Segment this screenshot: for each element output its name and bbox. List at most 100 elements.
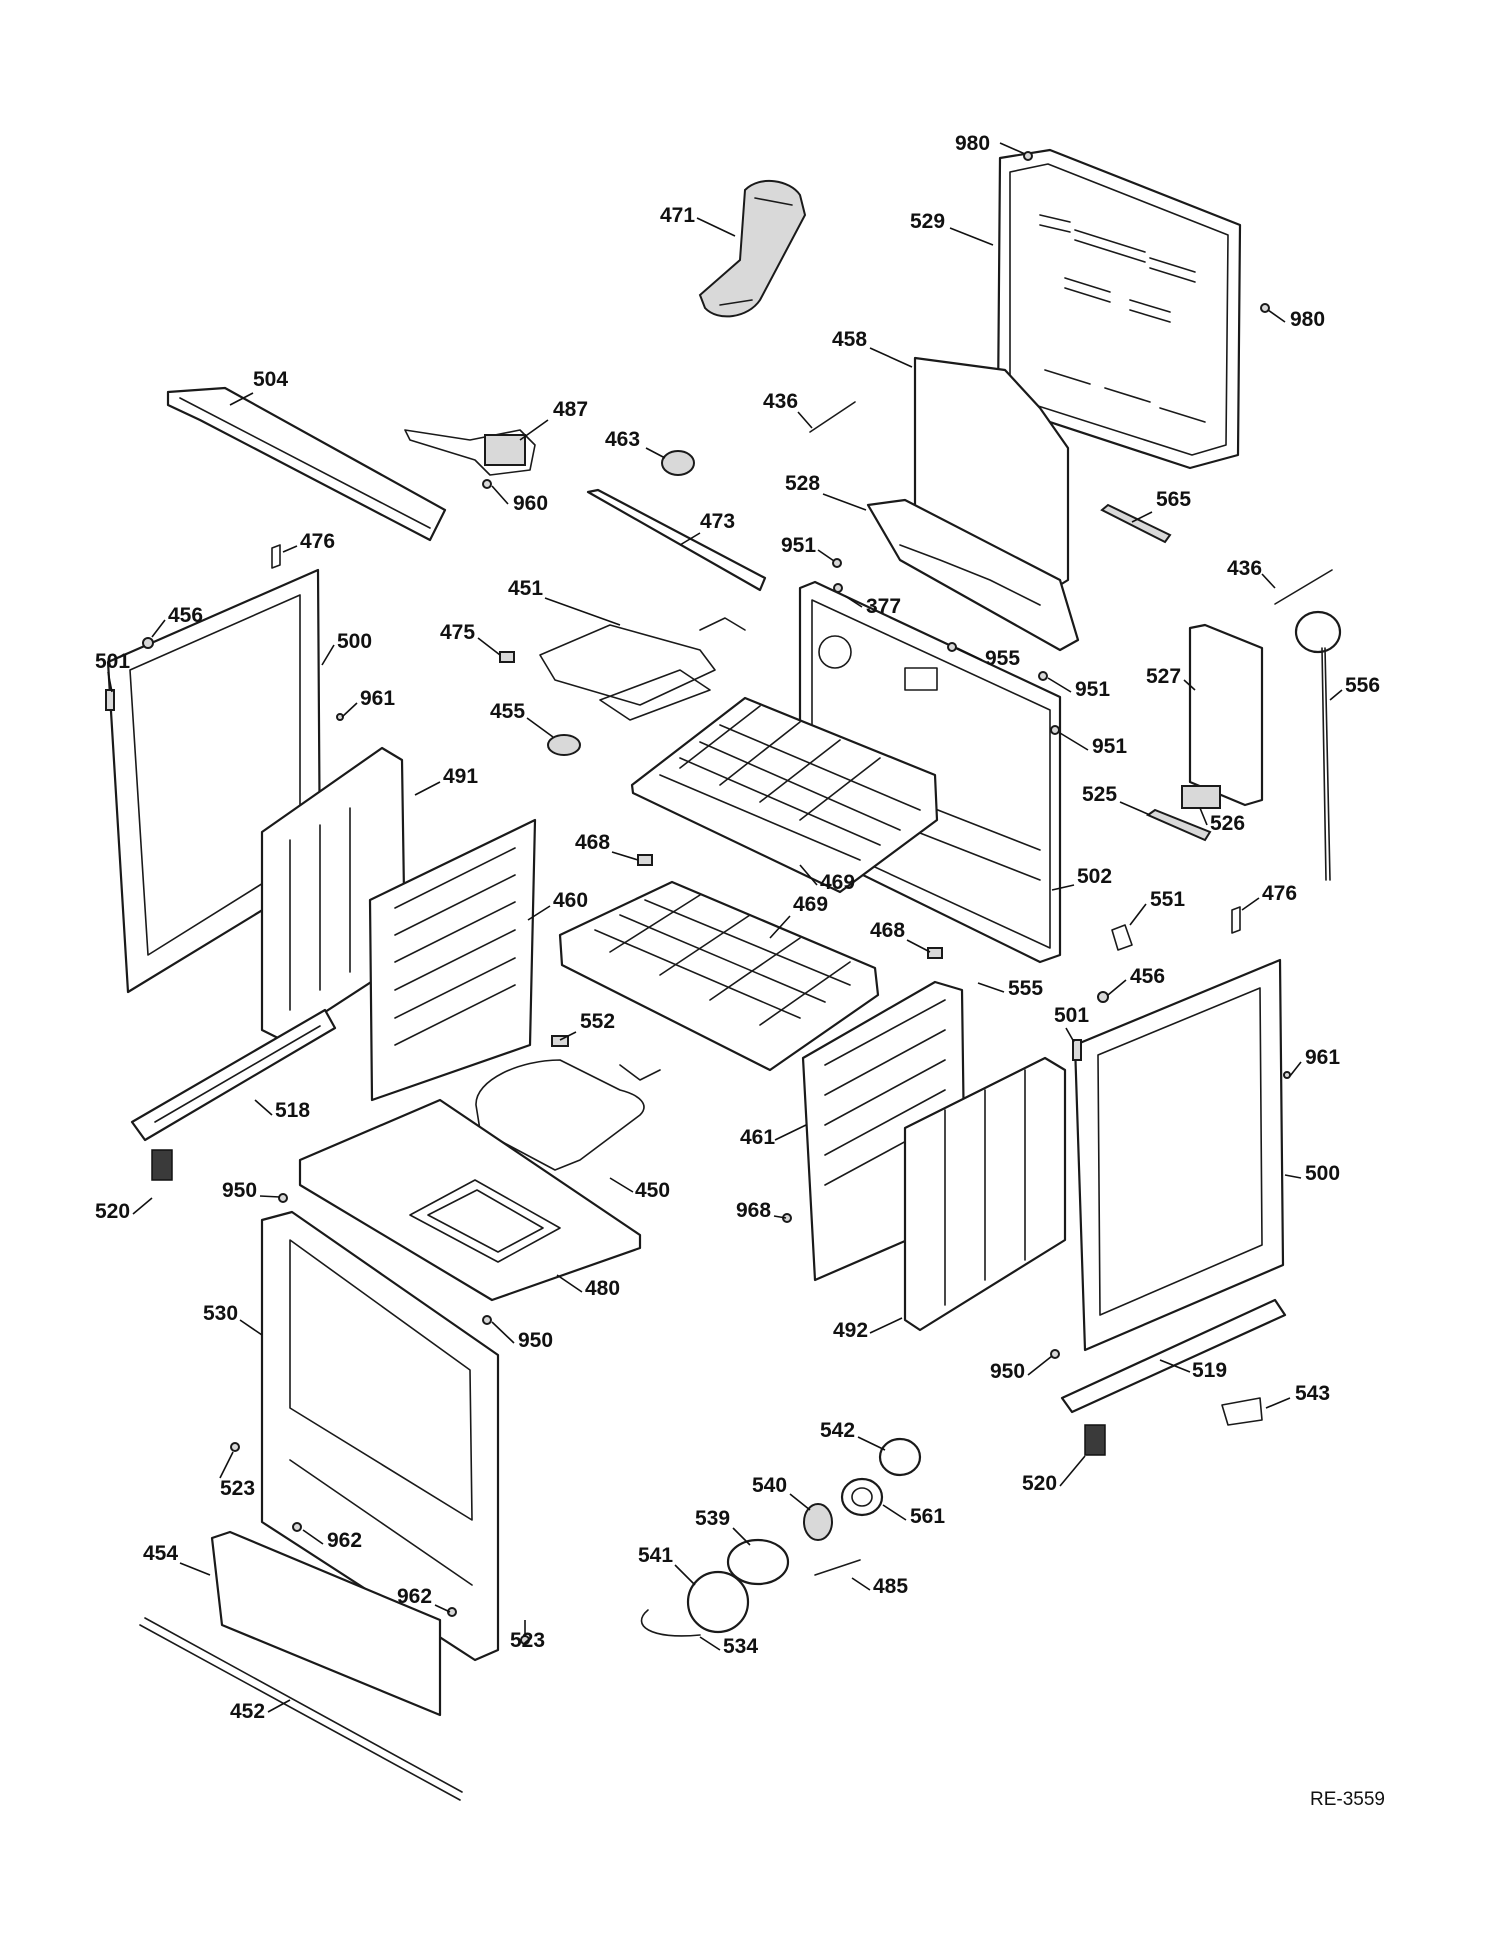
callout-label-471: 471 [660,204,695,227]
part-drawings [105,148,1342,1801]
callout-label-491: 491 [443,765,478,788]
callout-label-520: 520 [1022,1472,1057,1495]
callout-label-456: 456 [168,604,203,627]
callout-leader-436 [797,411,813,429]
part-bracket [586,488,767,592]
callout-leader-461 [774,1124,807,1141]
callout-label-500: 500 [337,630,372,653]
callout-label-962: 962 [327,1529,362,1552]
callout-label-950: 950 [222,1179,257,1202]
callout-leader-540 [789,1493,811,1511]
callout-label-468: 468 [575,831,610,854]
callout-label-456: 456 [1130,965,1165,988]
callout-label-962: 962 [397,1585,432,1608]
callout-label-961: 961 [1305,1046,1340,1069]
callout-leader-480 [556,1274,583,1293]
callout-leader-450 [609,1177,634,1193]
callout-label-534: 534 [723,1635,758,1658]
callout-leader-469 [769,915,791,939]
callout-label-469: 469 [820,871,855,894]
callout-leader-473 [679,532,701,546]
part-hinge-left [130,1008,337,1142]
callout-label-561: 561 [910,1505,945,1528]
callout-label-523: 523 [510,1629,545,1652]
part-rack-upper [630,696,939,894]
callout-leader-436 [1261,573,1276,589]
part-kick-panel [210,1530,442,1717]
callout-label-951: 951 [1075,678,1110,701]
callout-leader-377 [844,595,863,608]
part-latch [404,429,536,476]
callout-label-968: 968 [736,1199,771,1222]
part-vent [866,498,1080,652]
callout-leader-526 [1199,807,1208,826]
part-door-right [1073,958,1285,1352]
callout-label-492: 492 [833,1319,868,1342]
part-broil-element [539,617,746,721]
callout-leader-452 [267,1699,291,1713]
part-light-assembly [640,1437,922,1637]
callout-label-565: 565 [1156,488,1191,511]
callout-leader-502 [1051,884,1075,891]
callout-label-502: 502 [1077,865,1112,888]
callout-label-525: 525 [1082,783,1117,806]
callout-label-526: 526 [1210,812,1245,835]
callout-leader-460 [527,905,551,921]
callout-label-555: 555 [1008,977,1043,1000]
callout-leader-950 [259,1195,281,1198]
callout-leader-561 [882,1504,907,1521]
part-box-527 [1188,623,1264,807]
callout-leader-951 [1059,732,1089,751]
callout-label-961: 961 [360,687,395,710]
callout-label-451: 451 [508,577,543,600]
callout-label-980: 980 [955,132,990,155]
callout-label-542: 542 [820,1419,855,1442]
callout-leader-551 [1129,903,1147,926]
callout-leader-501 [1065,1027,1075,1043]
part-probe [1294,610,1342,881]
part-rack-lower [558,880,880,1072]
callout-leader-504 [229,392,254,406]
callout-leader-455 [526,717,554,738]
callout-label-377: 377 [866,595,901,618]
callout-label-556: 556 [1345,674,1380,697]
callout-label-476: 476 [300,530,335,553]
callout-label-500: 500 [1305,1162,1340,1185]
callout-label-468: 468 [870,919,905,942]
callout-label-473: 473 [700,510,735,533]
callout-leader-543 [1265,1397,1291,1409]
callout-leader-951 [1047,677,1072,693]
callout-label-436: 436 [763,390,798,413]
callout-leader-961 [341,702,358,718]
callout-leader-960 [491,485,509,505]
callout-leader-534 [699,1636,721,1651]
callout-label-520: 520 [95,1200,130,1223]
callout-label-461: 461 [740,1126,775,1149]
callout-leader-520 [1059,1455,1086,1487]
callout-leader-962 [434,1604,451,1613]
part-oven-bottom [298,1098,642,1302]
callout-leader-456 [151,619,166,638]
part-top-trim [166,386,447,542]
callout-leader-950 [491,1321,515,1344]
callout-leader-529 [949,227,994,246]
callout-leader-471 [696,217,736,237]
callout-label-469: 469 [793,893,828,916]
callout-leader-519 [1159,1359,1191,1373]
callout-leader-527 [1183,679,1196,691]
callout-label-951: 951 [1092,735,1127,758]
callout-leader-530 [239,1319,263,1336]
callout-label-436: 436 [1227,557,1262,580]
callout-leader-961 [1289,1061,1302,1077]
callout-label-950: 950 [990,1360,1025,1383]
callout-leader-485 [851,1577,871,1591]
callout-leader-518 [254,1099,273,1116]
callout-label-501: 501 [1054,1004,1089,1027]
callout-leader-950 [1027,1355,1053,1376]
part-rear-panel [996,148,1242,470]
part-screws [142,151,1291,1645]
callout-label-487: 487 [553,398,588,421]
callout-leader-469 [799,864,818,886]
callout-label-523: 523 [220,1477,255,1500]
